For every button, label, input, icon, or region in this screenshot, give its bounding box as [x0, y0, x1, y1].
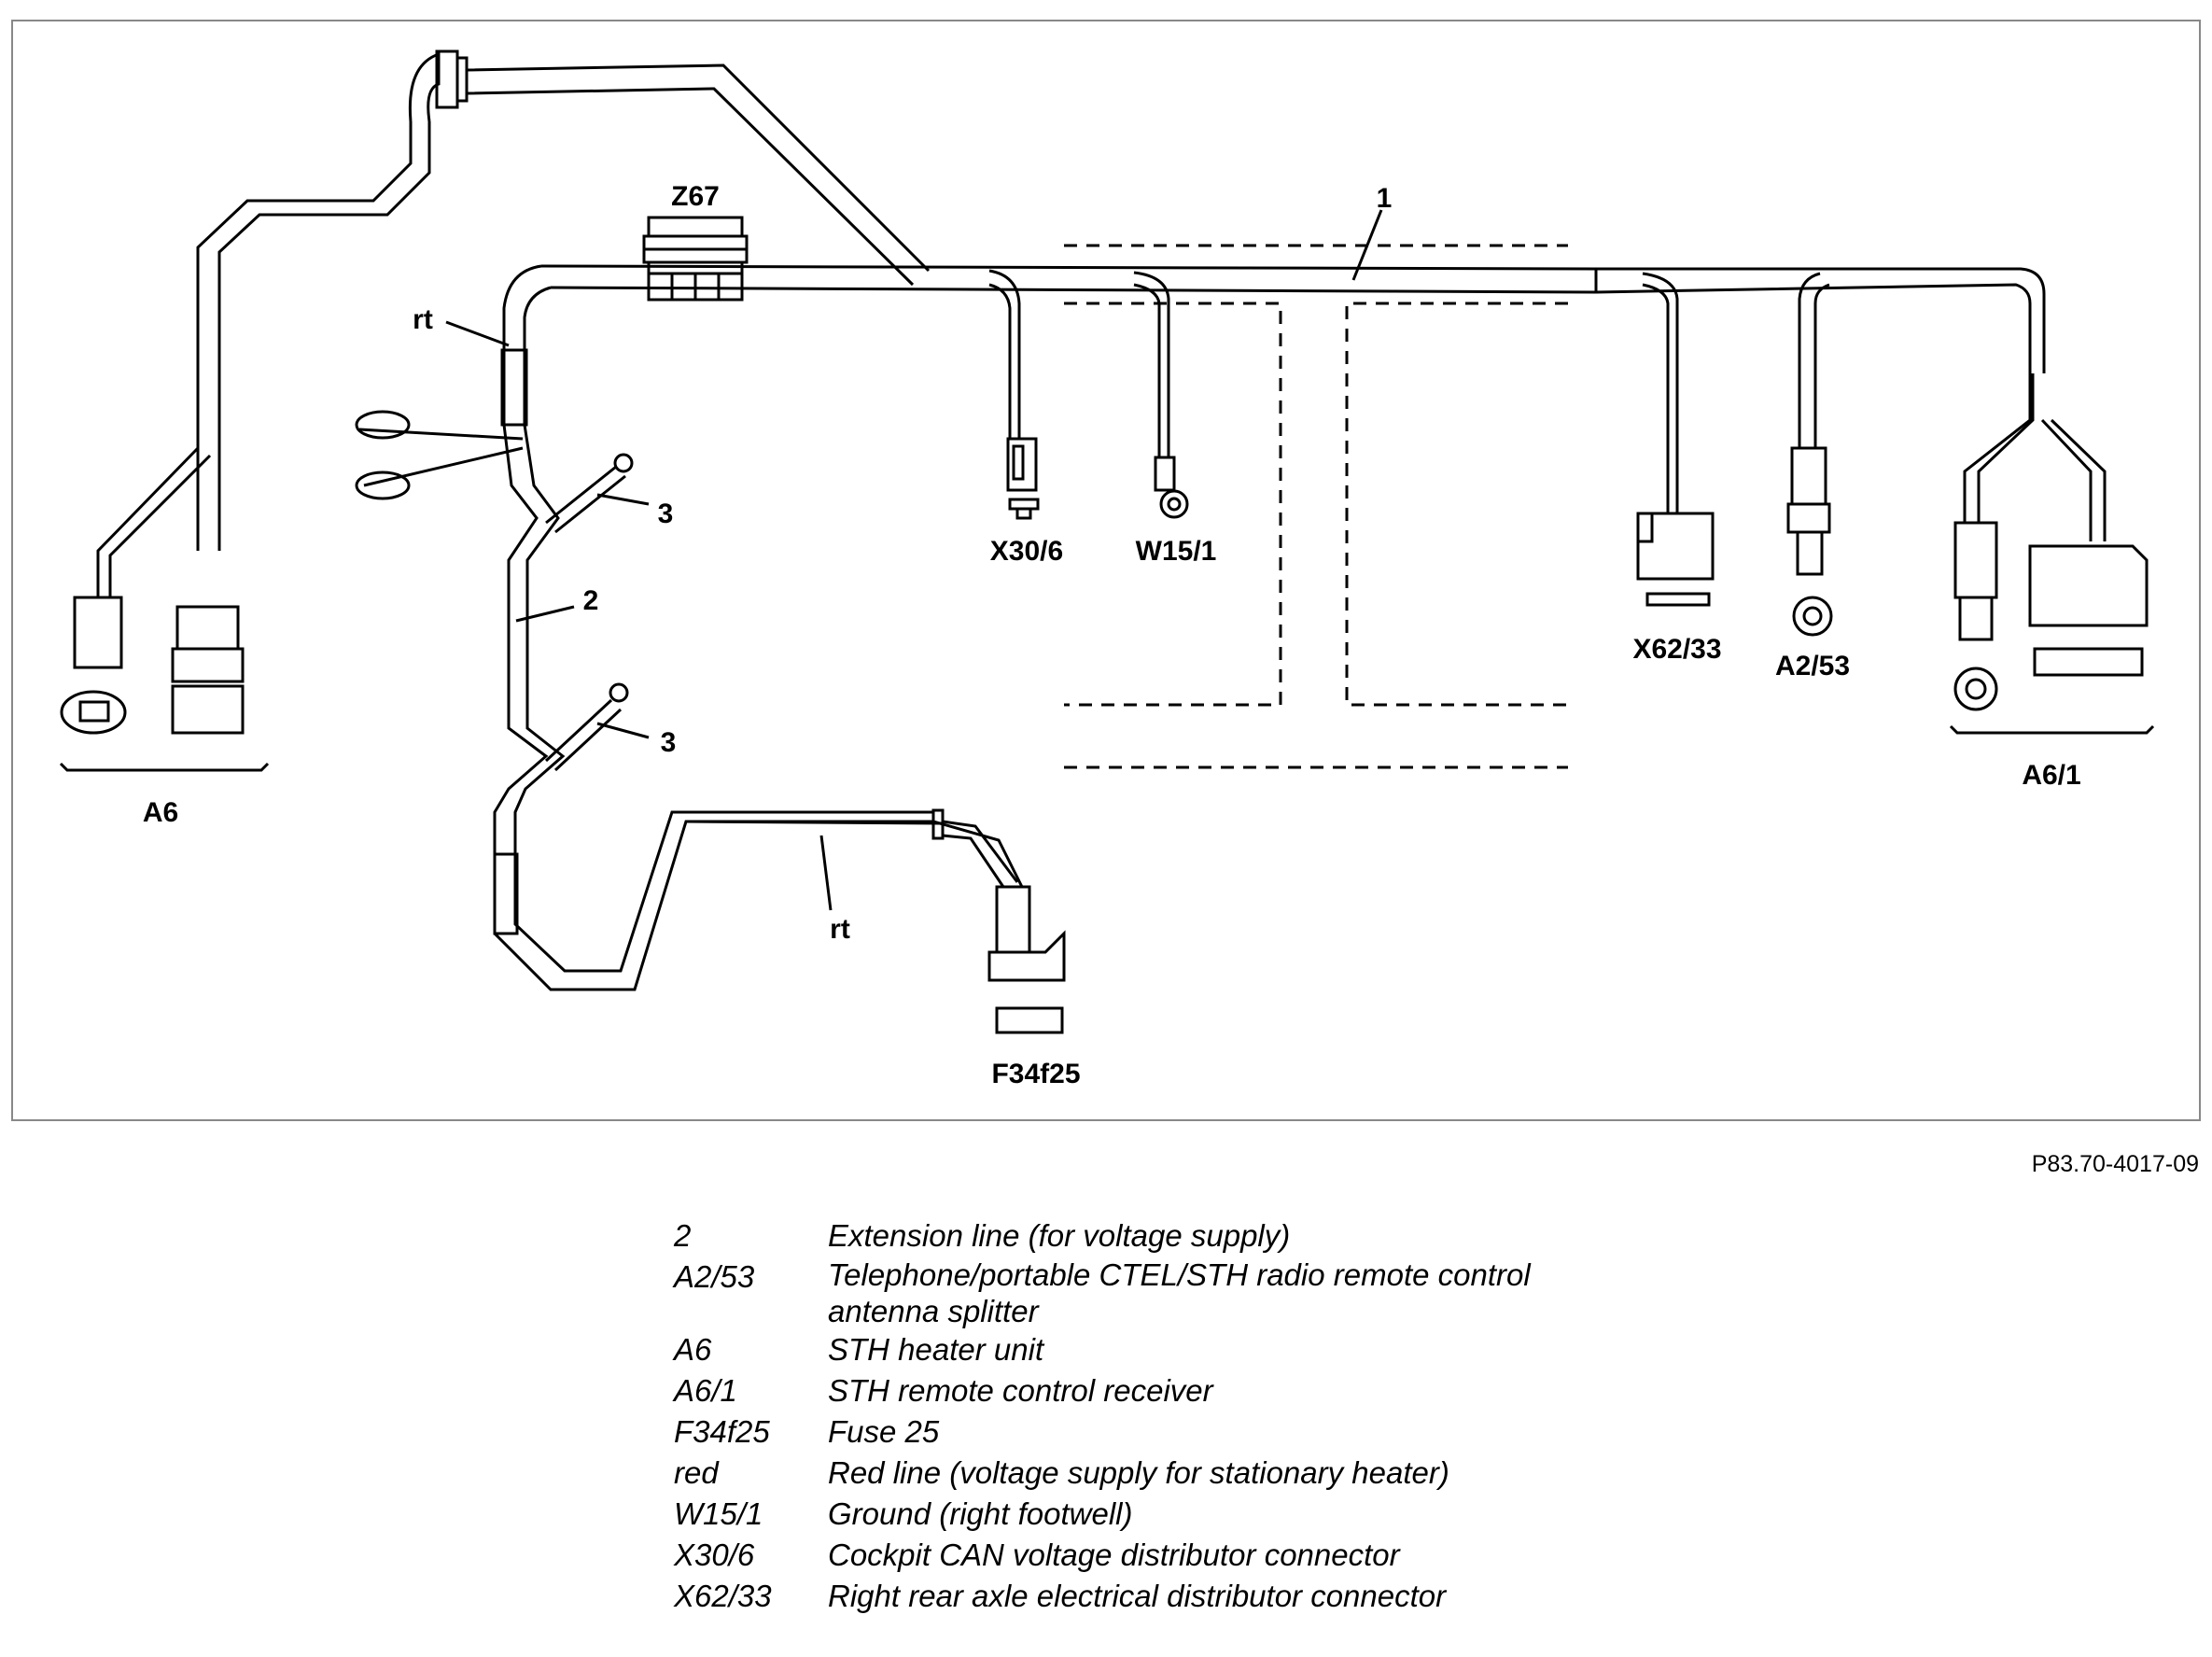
figure-id: P83.70-4017-09	[2031, 1151, 2199, 1177]
a6-connectors	[60, 596, 245, 735]
rt-bottom-leader	[819, 835, 833, 911]
item1-label: 1	[1377, 183, 1393, 214]
legend: 2 Extension line (for voltage supply) A2…	[674, 1215, 1701, 1617]
legend-row: A6 STH heater unit	[674, 1329, 1701, 1370]
legend-row: A6/1 STH remote control receiver	[674, 1370, 1701, 1411]
item3-bottom-label: 3	[661, 727, 677, 758]
a2-53-label: A2/53	[1775, 651, 1850, 681]
main-harness-1	[500, 264, 2046, 427]
legend-description: STH heater unit	[828, 1332, 1044, 1367]
x62-33-branch	[1636, 272, 1715, 607]
item2-label: 2	[583, 585, 599, 616]
legend-code: red	[674, 1455, 719, 1490]
legend-description: Telephone/portable CTEL/STH radio remote…	[828, 1257, 1531, 1328]
a6-1-label: A6/1	[2022, 760, 2080, 791]
a2-53-branch	[1786, 272, 1833, 637]
legend-description: Fuse 25	[828, 1414, 940, 1449]
item3-bottom-leader	[596, 722, 650, 739]
legend-row: red Red line (voltage supply for station…	[674, 1453, 1701, 1494]
extension-line-2	[355, 410, 1024, 991]
legend-description: Red line (voltage supply for stationary …	[828, 1455, 1449, 1490]
legend-row: X62/33 Right rear axle electrical distri…	[674, 1576, 1701, 1617]
item2-leader	[515, 605, 575, 623]
diagram-frame	[11, 20, 2201, 1121]
x30-6-branch	[988, 269, 1040, 520]
legend-code: A6/1	[674, 1373, 737, 1408]
legend-description: STH remote control receiver	[828, 1373, 1213, 1408]
heater-feed-cable	[96, 49, 931, 597]
legend-row: A2/53 Telephone/portable CTEL/STH radio …	[674, 1257, 1701, 1329]
a6-1-branch	[1953, 373, 2149, 711]
z67-label: Z67	[671, 181, 720, 212]
w15-1-label: W15/1	[1136, 536, 1217, 567]
f34f25-branch	[942, 820, 1066, 1034]
legend-row: X30/6 Cockpit CAN voltage distributor co…	[674, 1535, 1701, 1576]
legend-row: 2 Extension line (for voltage supply)	[674, 1215, 1701, 1257]
x62-33-label: X62/33	[1632, 634, 1721, 665]
a6-1-bracket	[1949, 724, 2155, 735]
item3-top-label: 3	[658, 499, 674, 529]
a6-bracket	[59, 762, 270, 772]
a6-label: A6	[143, 797, 178, 828]
f34f25-label: F34f25	[991, 1059, 1080, 1089]
legend-row: W15/1 Ground (right footwell)	[674, 1494, 1701, 1535]
legend-code: W15/1	[674, 1496, 763, 1531]
rt-top-label: rt	[413, 304, 433, 335]
legend-description: Ground (right footwell)	[828, 1496, 1133, 1531]
legend-row: F34f25 Fuse 25	[674, 1411, 1701, 1453]
legend-code: F34f25	[674, 1414, 770, 1449]
legend-code: X30/6	[674, 1538, 755, 1572]
legend-code: 2	[674, 1218, 692, 1253]
harness-1-outline	[1064, 244, 1568, 769]
item1-leader	[1351, 209, 1383, 281]
legend-description: Cockpit CAN voltage distributor connecto…	[828, 1538, 1400, 1572]
z67-splice	[642, 216, 749, 302]
w15-1-branch	[1133, 271, 1189, 519]
legend-description: Extension line (for voltage supply)	[828, 1218, 1291, 1253]
legend-description: Right rear axle electrical distributor c…	[828, 1579, 1447, 1613]
legend-code: A2/53	[674, 1259, 755, 1294]
legend-code: X62/33	[674, 1579, 772, 1613]
rt-bottom-label: rt	[830, 914, 850, 945]
rt-top-leader	[445, 320, 510, 347]
item3-top-leader	[596, 493, 650, 506]
legend-code: A6	[674, 1332, 712, 1367]
x30-6-label: X30/6	[990, 536, 1063, 567]
